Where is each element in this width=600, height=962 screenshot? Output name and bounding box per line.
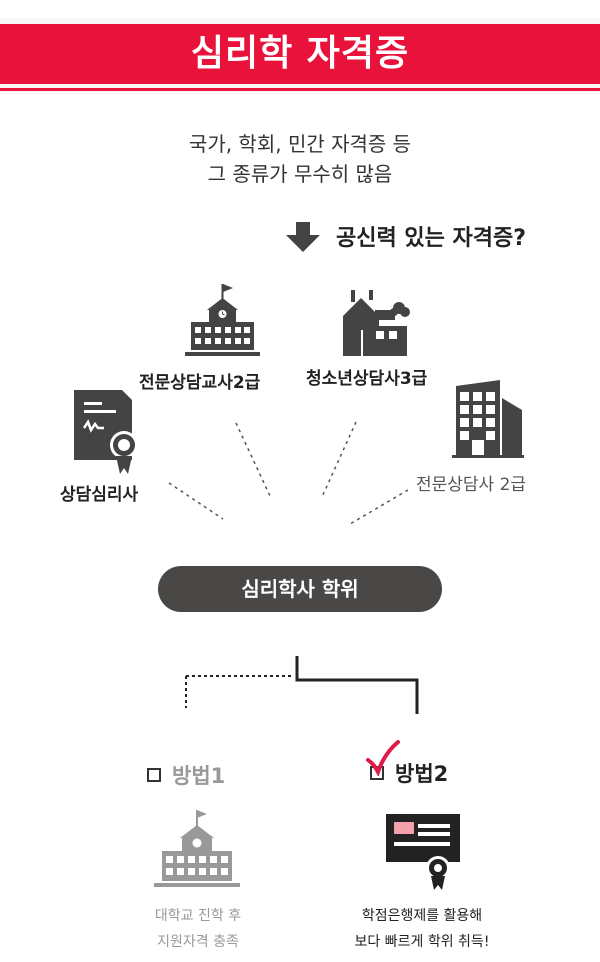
- method1-checkbox[interactable]: [147, 768, 161, 782]
- method2-desc-line2: 보다 빠르게 학위 취득!: [354, 934, 490, 950]
- house-icon: [343, 290, 410, 356]
- checkmark-icon: [366, 740, 400, 776]
- cert-counselor-teacher-label: 전문상담교사2급: [139, 373, 261, 393]
- degree-pill: 심리학사 학위: [158, 566, 442, 612]
- method2-label: 방법2: [395, 762, 449, 786]
- path-method2: [295, 656, 419, 714]
- question-text: 공신력 있는 자격증?: [336, 226, 527, 251]
- title-banner: [0, 24, 600, 84]
- down-arrow-icon: [286, 222, 320, 252]
- banner-underline: [0, 88, 600, 91]
- school-building-icon: [154, 810, 240, 887]
- connector-psych-counselor: [168, 482, 224, 520]
- method1-desc-line2: 지원자격 충족: [157, 934, 239, 950]
- intro-line-2: 그 종류가 무수히 많음: [207, 162, 393, 186]
- school-building-icon: [185, 284, 260, 356]
- cert-psych-counselor-label: 상담심리사: [60, 485, 139, 505]
- method1-label: 방법1: [172, 764, 226, 788]
- connector-pro-counselor: [349, 489, 409, 525]
- method1-desc-line1: 대학교 진학 후: [154, 908, 242, 924]
- office-building-icon: [452, 380, 524, 458]
- connector-youth-counselor: [321, 421, 357, 498]
- page-title: 심리학 자격증: [190, 33, 410, 74]
- intro-line-1: 국가, 학회, 민간 자격증 등: [188, 132, 412, 156]
- cert-pro-counselor-label: 전문상담사 2급: [416, 475, 527, 495]
- certificate-document-icon: [74, 390, 138, 474]
- connector-counselor-teacher: [235, 422, 272, 499]
- cert-youth-counselor-label: 청소년상담사3급: [306, 369, 428, 389]
- diploma-icon: [386, 814, 460, 890]
- method2-desc-line1: 학점은행제를 활용해: [361, 908, 483, 924]
